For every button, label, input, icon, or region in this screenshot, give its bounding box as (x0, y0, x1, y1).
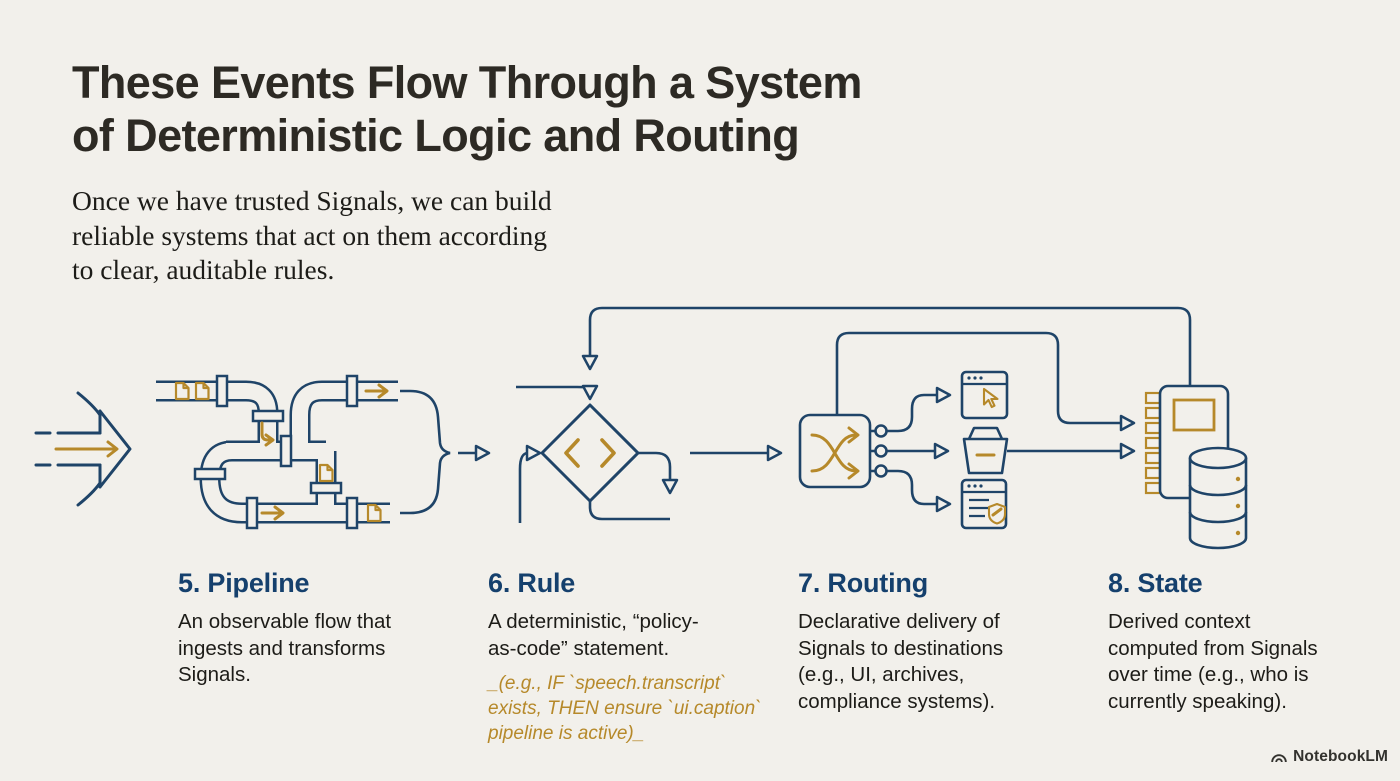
pipe-flanges (193, 374, 359, 530)
caption-routing: 7. Routing Declarative delivery of Signa… (798, 568, 1090, 716)
caption-pipeline: 5. Pipeline An observable flow that inge… (178, 568, 470, 689)
merge-brace (400, 389, 491, 515)
routing-ports (870, 424, 888, 478)
flow-in-arrow-icon (34, 391, 132, 507)
caption-pipeline-body: An observable flow that ingests and tran… (178, 610, 392, 687)
caption-rule: 6. Rule A deterministic, “policy- as-cod… (488, 568, 780, 746)
rule-section (516, 306, 1192, 523)
state-icon (1144, 384, 1248, 550)
routing-section (798, 370, 1009, 530)
caption-routing-body: Declarative delivery of Signals to desti… (798, 610, 1004, 713)
caption-state-heading: 8. State (1108, 568, 1203, 598)
compliance-report-icon (960, 478, 1008, 530)
notebooklm-wordmark: NotebookLM (1293, 748, 1388, 765)
database-icon (1188, 446, 1248, 550)
caption-state: 8. State Derived context computed from S… (1108, 568, 1400, 716)
slide-title: These Events Flow Through a System of De… (72, 57, 862, 162)
notebooklm-logo-icon (1271, 754, 1287, 763)
notebooklm-branding: NotebookLM (1270, 748, 1388, 766)
slide-subtitle: Once we have trusted Signals, we can bui… (72, 185, 552, 286)
decision-diamond-icon (540, 403, 640, 503)
pipeline-pipes-icon (156, 374, 398, 530)
state-connectors (835, 331, 1136, 460)
caption-pipeline-heading: 5. Pipeline (178, 568, 310, 598)
caption-routing-heading: 7. Routing (798, 568, 928, 598)
caption-rule-heading: 6. Rule (488, 568, 576, 598)
cursor-icon (982, 387, 999, 409)
feedback-loop-line (581, 306, 1192, 386)
caption-rule-body: A deterministic, “policy- as-code” state… (488, 610, 699, 660)
caption-state-body: Derived context computed from Signals ov… (1108, 610, 1318, 713)
caption-rule-note: _(e.g., IF `speech.transcript` exists, T… (488, 673, 762, 744)
browser-window-icon (960, 370, 1009, 420)
shuffle-routing-icon (798, 413, 872, 489)
code-chevrons-icon (564, 438, 616, 468)
archive-box-icon (962, 426, 1009, 475)
flow-diagram (34, 306, 1248, 550)
pipe-flow-arrows (260, 383, 389, 521)
